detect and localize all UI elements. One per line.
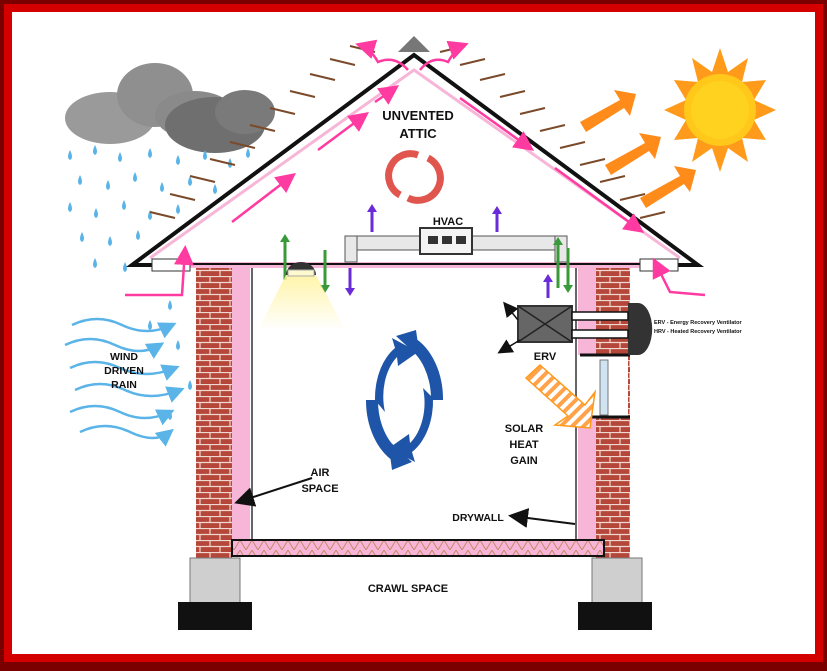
erv-legend-line2: HRV - Heated Recovery Ventilator [654, 329, 742, 335]
ridge-cap [398, 36, 430, 52]
attic-airflow-arrows [125, 39, 706, 297]
erv-unit [497, 301, 629, 354]
sun-ray-arrows [580, 90, 696, 208]
erv-label: ERV [534, 351, 557, 363]
air-space-label-line2: SPACE [301, 483, 338, 495]
hvac-label: HVAC [433, 216, 463, 228]
drywall-label: DRYWALL [452, 512, 504, 524]
sun-icon [664, 48, 776, 172]
ceiling-light [258, 262, 345, 330]
room-circulation-icon [365, 330, 444, 470]
drywall-pointer [508, 508, 576, 528]
erv-legend-line1: ERV - Energy Recovery Ventilator [654, 320, 742, 326]
hvac-airflow-arrows [280, 204, 573, 298]
foundation-left [178, 557, 252, 630]
floor-insulation [231, 539, 605, 557]
solar-label-line3: GAIN [510, 455, 538, 467]
insulation-left [232, 268, 250, 548]
wind-label-line3: RAIN [111, 379, 137, 391]
attic-label-line2: ATTIC [399, 126, 437, 141]
wind-label-line1: WIND [110, 351, 138, 363]
air-space-label-line1: AIR [311, 467, 330, 479]
foundation-right [578, 557, 652, 630]
solar-gain-arrow [524, 363, 597, 429]
brick-wall-left [196, 268, 232, 558]
erv-hood [628, 303, 653, 355]
roof-shingles [149, 45, 666, 219]
attic-circulation-icon [385, 150, 444, 204]
cloud-icon [65, 63, 275, 153]
air-space-pointer [234, 477, 313, 507]
solar-label-line1: SOLAR [505, 423, 544, 435]
wind-icon [64, 317, 185, 447]
solar-label-line2: HEAT [509, 439, 538, 451]
crawl-space-label: CRAWL SPACE [368, 583, 448, 595]
wind-label-line2: DRIVEN [104, 365, 144, 377]
attic-label-line1: UNVENTED [382, 108, 454, 123]
